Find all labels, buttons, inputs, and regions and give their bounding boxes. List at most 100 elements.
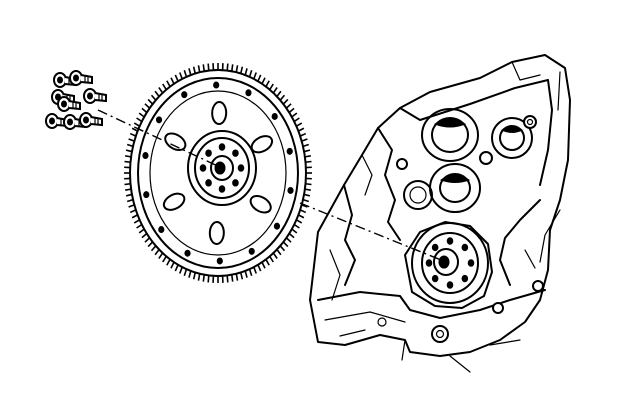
bolt-icon	[79, 112, 103, 128]
ring-gear-tooth	[192, 66, 197, 74]
assembly-centerline-lower	[299, 202, 447, 263]
flange-bolt-hole	[446, 281, 454, 289]
ring-gear-tooth	[276, 249, 282, 256]
bolt-thread	[98, 93, 103, 102]
bolt-icon	[69, 70, 93, 86]
ring-gear-tooth	[162, 83, 167, 91]
flywheel-hub-hole	[232, 149, 239, 157]
ring-gear-tooth	[166, 80, 171, 88]
ring-gear-tooth	[293, 223, 300, 229]
flange-bolt-hole	[431, 243, 439, 252]
flywheel-outer-hole	[155, 116, 163, 124]
ring-gear-tooth	[141, 107, 148, 114]
ring-gear-tooth	[147, 241, 154, 248]
ring-gear-tooth	[128, 204, 135, 208]
ring-gear-tooth	[133, 219, 141, 224]
ring-gear-tooth	[162, 255, 167, 263]
ring-gear-tooth	[202, 64, 206, 72]
flywheel-outer-hole	[213, 81, 220, 89]
flywheel-window	[249, 194, 272, 214]
bolt-head-recess	[73, 74, 79, 82]
flywheel-outer-hole	[184, 249, 191, 257]
bolt-head-recess	[87, 92, 93, 100]
bolt-thread	[94, 117, 99, 126]
bolt-icon	[57, 96, 81, 112]
ring-gear-tooth	[239, 272, 244, 280]
flywheel-hub-hole	[205, 149, 212, 157]
ring-gear-tooth	[269, 255, 274, 263]
ring-gear-tooth	[136, 223, 143, 229]
bolt-icon	[83, 88, 107, 104]
flange-bolt-hole	[467, 259, 475, 267]
ring-gear-tooth	[301, 138, 308, 142]
bolt-shank	[80, 74, 93, 85]
ring-gear-tooth	[291, 112, 298, 118]
flywheel-window	[211, 101, 228, 126]
flange-bolt-hole	[425, 259, 433, 267]
crankshaft-flange	[404, 221, 493, 309]
ring-gear-tooth	[301, 204, 308, 208]
bolt-thread	[72, 101, 77, 110]
bolt-thread	[84, 75, 89, 84]
ring-gear-tooth	[282, 241, 289, 248]
ring-gear-tooth	[299, 209, 307, 214]
ring-gear-tooth	[183, 70, 188, 78]
flywheel-outer-hole	[216, 257, 223, 265]
ring-gear-tooth	[298, 127, 305, 132]
flange-bolt-hole	[461, 243, 469, 252]
ring-gear-tooth	[133, 122, 141, 127]
engine-block	[309, 54, 571, 373]
ring-gear-tooth	[291, 228, 298, 234]
ring-gear-tooth	[230, 64, 234, 72]
ring-gear-tooth	[272, 87, 278, 94]
flange-bolt-hole	[461, 274, 469, 283]
ring-gear-tooth	[257, 74, 262, 82]
ring-gear-tooth	[174, 264, 179, 272]
flywheel-outer-hole	[142, 152, 149, 160]
ring-gear-tooth	[295, 122, 303, 127]
flange-bolt-hole	[446, 237, 454, 245]
ring-gear-tooth	[295, 219, 303, 224]
ring-gear-tooth	[253, 266, 257, 274]
ring-gear-tooth	[158, 252, 164, 259]
bolt-head-recess	[49, 117, 55, 125]
ring-gear-tooth	[147, 98, 154, 105]
flywheel-windows	[162, 101, 274, 245]
ring-gear-tooth	[192, 272, 197, 280]
ring-gear-tooth	[128, 138, 135, 142]
ring-gear-tooth	[207, 275, 210, 283]
ring-gear-tooth	[202, 274, 206, 282]
ring-gear-tooth	[299, 132, 307, 137]
flywheel	[124, 63, 312, 283]
ring-gear-tooth	[138, 112, 145, 118]
ring-gear-tooth	[244, 68, 248, 76]
ring-gear-tooth	[129, 209, 137, 214]
bolt-head-recess	[57, 76, 63, 84]
bolt-head-recess	[61, 100, 67, 108]
flywheel-outer-hole	[286, 147, 293, 155]
ring-gear-tooth	[154, 249, 160, 256]
ring-gear-tooth	[276, 90, 282, 97]
flywheel-hub-hole	[205, 179, 212, 187]
flywheel-outer-hole	[181, 91, 188, 99]
ring-gear-tooth	[298, 214, 305, 219]
flange-bolt-holes	[425, 237, 475, 289]
ring-gear-tooth	[188, 270, 192, 278]
ring-gear-tooth	[282, 98, 289, 105]
ring-gear-tooth	[144, 237, 151, 243]
flywheel-hub-bolt-holes	[199, 143, 245, 193]
ring-gear-tooth	[269, 83, 274, 91]
ring-gear-tooth	[230, 274, 234, 282]
ring-gear-tooth	[131, 214, 138, 219]
flywheel-window	[162, 192, 186, 211]
flywheel-hub-hole	[199, 164, 207, 172]
flywheel-outer-hole	[245, 89, 252, 97]
flywheel-outer-hole	[271, 112, 278, 120]
bolt-shank	[90, 116, 103, 127]
flywheel-hub-hole	[232, 179, 239, 187]
flywheel-outer-hole	[158, 226, 165, 234]
ring-gear-tooth	[279, 94, 286, 101]
ring-gear-tooth	[253, 72, 257, 80]
